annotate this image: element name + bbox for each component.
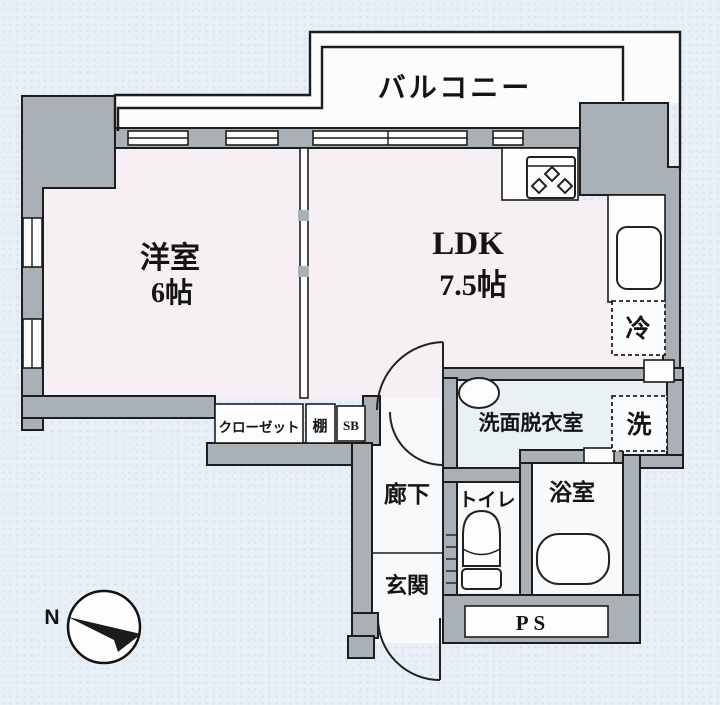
- wall-hallway-left: [351, 442, 373, 616]
- ldk-label: LDK: [432, 226, 504, 262]
- wall-washroom-toilet: [442, 467, 533, 483]
- shoe-box: [336, 405, 366, 442]
- hallway-label: 廊下: [384, 481, 430, 507]
- toilet-wall-hatch: [446, 534, 456, 584]
- wall-entrance-bottom-left: [351, 612, 379, 639]
- windows: [22, 130, 675, 383]
- bathtub-icon: [536, 533, 610, 585]
- toilet-icon: [461, 509, 502, 590]
- closet-box: [214, 403, 304, 444]
- wall-washer-nook-right: [666, 379, 684, 468]
- closet-row: [214, 403, 366, 444]
- doors: [372, 341, 444, 681]
- entrance-door-gap: [376, 618, 442, 643]
- wall-western-room-bottom: [21, 395, 216, 419]
- closet-label: クローゼット: [219, 419, 300, 435]
- shelf-box: [305, 403, 336, 444]
- bathroom-label: 浴室: [549, 479, 595, 505]
- room-partition: [298, 147, 309, 399]
- washer-space: [611, 395, 668, 452]
- compass-icon: [66, 589, 142, 665]
- window-right-small: [643, 359, 675, 383]
- wall-washroom-left: [442, 377, 458, 596]
- wash-basin-icon: [458, 377, 500, 409]
- balcony-outer-line: [113, 30, 682, 170]
- western-room-size-label: 6帖: [151, 277, 193, 309]
- western-room-label: 洋室: [140, 241, 200, 275]
- washer-label: 洗: [626, 411, 651, 439]
- wall-toilet-bath: [519, 449, 533, 596]
- balcony-railing: [113, 30, 682, 170]
- pipe-space-label: PS: [516, 611, 551, 635]
- fixtures: [446, 377, 668, 638]
- bath-door-notch: [583, 447, 615, 464]
- partition-joint: [298, 210, 309, 221]
- toilet-label: トイレ: [458, 490, 515, 511]
- wall-under-closet: [206, 442, 371, 466]
- fridge-space: [611, 300, 666, 356]
- ldk-size-label: 7.5帖: [439, 269, 507, 302]
- north-label: N: [44, 606, 59, 629]
- fridge-label: 冷: [625, 314, 650, 343]
- ldk-floor: [308, 148, 665, 412]
- entrance-label: 玄関: [385, 573, 429, 598]
- washroom-label: 洗面脱衣室: [479, 411, 584, 435]
- shelf-label: 棚: [312, 417, 327, 435]
- kitchen: [501, 147, 666, 356]
- washroom-door-swing: [389, 411, 444, 466]
- pipe-space-box: [464, 605, 609, 638]
- stove-icon: [526, 156, 576, 199]
- balcony-floor: [115, 33, 680, 128]
- shoe-box-label: SB: [343, 418, 359, 433]
- hallway-floor: [372, 398, 443, 618]
- wall-entrance-outer-step: [347, 635, 375, 659]
- partition-joint: [298, 266, 309, 277]
- kitchen-sink-icon: [616, 226, 662, 290]
- room-labels: バルコニー 洋室 6帖 LDK 7.5帖 冷 洗 洗面脱衣室 廊下 トイレ 浴室…: [44, 73, 651, 635]
- entrance-door-swing: [377, 617, 441, 681]
- balcony-inner-line: [116, 45, 625, 131]
- balcony-label: バルコニー: [378, 73, 532, 104]
- ldk-door-swing: [376, 341, 444, 411]
- western-room-floor: [43, 148, 301, 398]
